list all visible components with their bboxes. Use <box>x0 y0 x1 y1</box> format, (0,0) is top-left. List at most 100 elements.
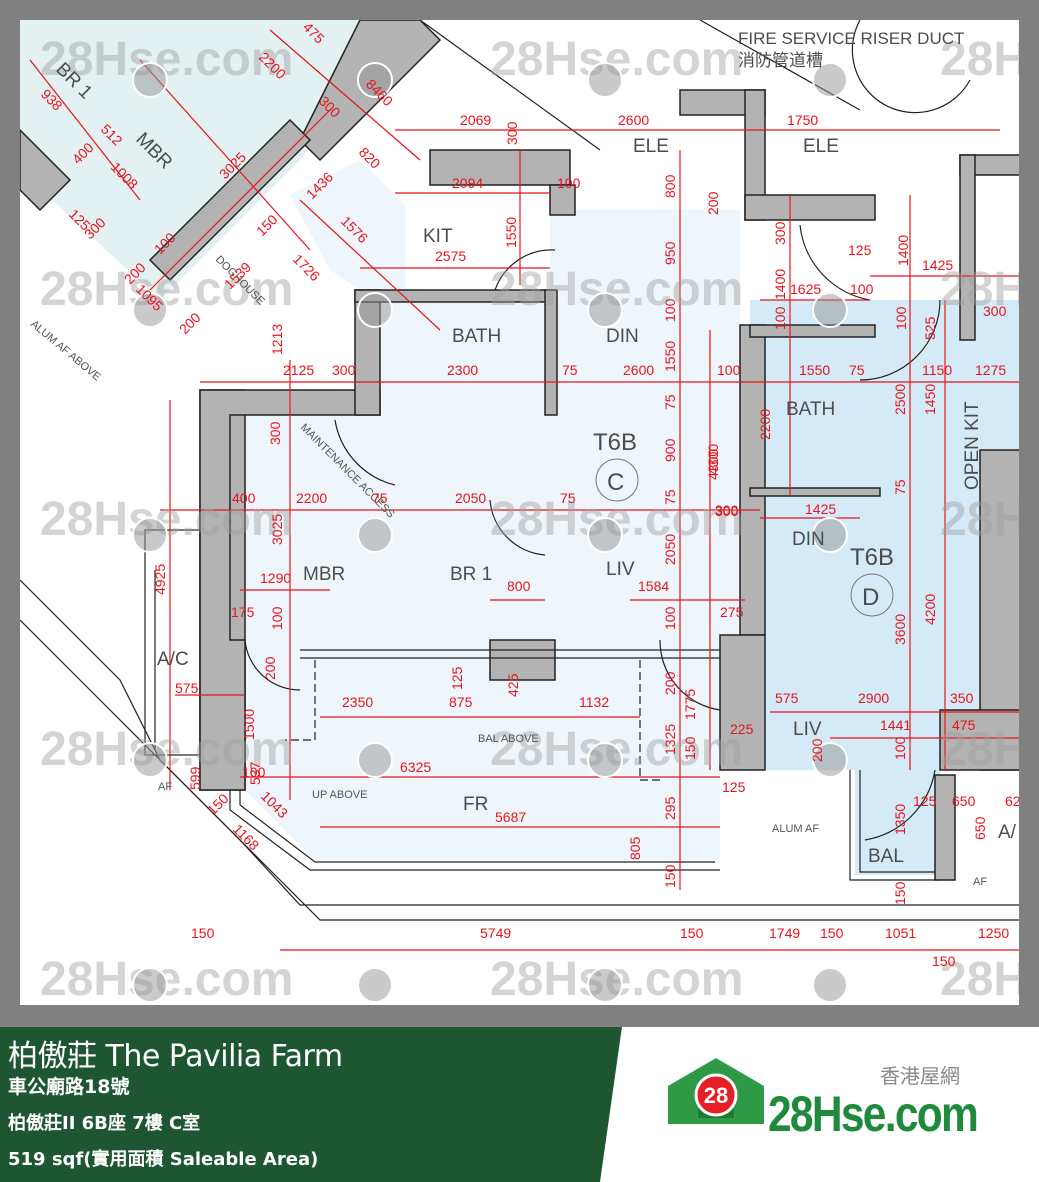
room-ac-d: A/ <box>998 822 1017 843</box>
svg-text:200: 200 <box>262 656 278 680</box>
svg-text:200: 200 <box>705 191 721 215</box>
svg-text:4925: 4925 <box>152 564 168 595</box>
logo-brand-name[interactable]: 28Hse.com <box>768 1086 979 1142</box>
room-bath-c: BATH <box>452 326 501 347</box>
upper-mbr-area <box>20 20 410 300</box>
svg-text:100: 100 <box>242 764 266 780</box>
svg-text:650: 650 <box>972 816 988 840</box>
svg-text:400: 400 <box>232 490 256 506</box>
svg-text:875: 875 <box>449 694 473 710</box>
svg-text:1584: 1584 <box>638 578 669 594</box>
svg-text:75: 75 <box>562 362 578 378</box>
svg-text:ALUM AF: ALUM AF <box>772 823 819 835</box>
svg-text:125: 125 <box>722 779 746 795</box>
svg-text:2500: 2500 <box>892 384 908 415</box>
svg-text:2050: 2050 <box>662 534 678 565</box>
svg-text:1275: 1275 <box>975 362 1006 378</box>
svg-text:100: 100 <box>850 281 874 297</box>
svg-text:AF: AF <box>973 876 987 888</box>
svg-text:75: 75 <box>372 490 388 506</box>
floor-plan: 28Hse.com 28Hse.com 28Hse.com 28Hse.com … <box>20 20 1019 1005</box>
room-mbr: MBR <box>303 564 345 585</box>
svg-text:100: 100 <box>557 175 581 191</box>
svg-text:1400: 1400 <box>895 235 911 266</box>
property-title: 柏傲莊 The Pavilia Farm <box>8 1039 343 1074</box>
room-labels: BR 1 MBR ELE ELE KIT BATH DIN T6B C MBR … <box>51 59 1016 867</box>
svg-text:300: 300 <box>715 503 739 519</box>
svg-text:1325: 1325 <box>662 724 678 755</box>
svg-text:2900: 2900 <box>858 690 889 706</box>
property-info-panel: 柏傲莊 The Pavilia Farm 車公廟路18號 柏傲莊II 6B座 7… <box>0 1027 630 1182</box>
svg-text:100: 100 <box>717 362 741 378</box>
svg-text:1726: 1726 <box>290 251 323 284</box>
svg-text:200: 200 <box>809 738 825 762</box>
room-br1: BR 1 <box>450 564 492 585</box>
svg-text:4300: 4300 <box>705 444 721 475</box>
svg-text:125: 125 <box>913 793 937 809</box>
svg-text:3025: 3025 <box>269 514 285 545</box>
svg-text:28Hse.com: 28Hse.com <box>940 953 1019 1005</box>
svg-text:1749: 1749 <box>769 925 800 941</box>
svg-text:1425: 1425 <box>805 501 836 517</box>
svg-text:575: 575 <box>775 690 799 706</box>
room-kit: KIT <box>423 226 453 247</box>
svg-text:100: 100 <box>269 606 285 630</box>
svg-text:950: 950 <box>662 241 678 265</box>
svg-text:28Hse.com: 28Hse.com <box>40 723 293 776</box>
svg-text:1441: 1441 <box>880 717 911 733</box>
svg-text:150: 150 <box>204 790 232 818</box>
svg-text:2300: 2300 <box>447 362 478 378</box>
svg-text:75: 75 <box>849 362 865 378</box>
svg-text:2125: 2125 <box>283 362 314 378</box>
svg-text:525: 525 <box>922 316 938 340</box>
svg-text:4300: 4300 <box>705 449 721 480</box>
svg-text:200: 200 <box>662 671 678 695</box>
room-din-d: DIN <box>792 529 825 550</box>
svg-text:150: 150 <box>682 736 698 760</box>
svg-text:1550: 1550 <box>503 217 519 248</box>
svg-text:1400: 1400 <box>772 269 788 300</box>
svg-text:2094: 2094 <box>452 175 483 191</box>
svg-text:1625: 1625 <box>790 281 821 297</box>
logo-chinese-name: 香港屋網 <box>880 1064 960 1088</box>
svg-text:150: 150 <box>662 864 678 888</box>
room-liv-c: LIV <box>606 559 635 580</box>
svg-text:150: 150 <box>932 953 956 969</box>
svg-text:1051: 1051 <box>885 925 916 941</box>
svg-text:2069: 2069 <box>460 112 491 128</box>
unit-d-label: T6B <box>850 544 894 571</box>
room-fr: FR <box>463 794 488 815</box>
svg-text:2600: 2600 <box>618 112 649 128</box>
svg-text:2600: 2600 <box>623 362 654 378</box>
svg-text:575: 575 <box>175 680 199 696</box>
svg-text:300: 300 <box>267 421 283 445</box>
svg-text:28Hse.com: 28Hse.com <box>940 493 1019 546</box>
room-liv-d: LIV <box>793 719 822 740</box>
room-din-c: DIN <box>606 326 639 347</box>
logo-house-icon: 28 <box>668 1058 764 1124</box>
svg-text:300: 300 <box>504 121 520 145</box>
svg-text:537: 537 <box>247 761 263 785</box>
logo-badge-icon <box>694 1073 738 1117</box>
floor-plan-drawing: 28Hse.com 28Hse.com 28Hse.com 28Hse.com … <box>20 20 1019 1005</box>
svg-text:150: 150 <box>680 925 704 941</box>
svg-text:1350: 1350 <box>892 804 908 835</box>
svg-text:275: 275 <box>720 604 744 620</box>
svg-text:75: 75 <box>892 479 908 495</box>
svg-text:1425: 1425 <box>922 257 953 273</box>
svg-text:2050: 2050 <box>455 490 486 506</box>
svg-text:900: 900 <box>662 438 678 462</box>
svg-text:1250: 1250 <box>978 925 1009 941</box>
svg-text:1750: 1750 <box>787 112 818 128</box>
dimension-lines <box>29 29 1019 951</box>
svg-text:UP ABOVE: UP ABOVE <box>312 789 367 801</box>
svg-text:75: 75 <box>662 394 678 410</box>
svg-text:350: 350 <box>950 690 974 706</box>
svg-text:4200: 4200 <box>922 594 938 625</box>
svg-text:150: 150 <box>191 925 215 941</box>
room-ac: A/C <box>157 649 189 670</box>
svg-text:150: 150 <box>253 211 281 239</box>
svg-text:1168: 1168 <box>230 821 263 854</box>
svg-text:650: 650 <box>952 793 976 809</box>
svg-text:295: 295 <box>662 796 678 820</box>
